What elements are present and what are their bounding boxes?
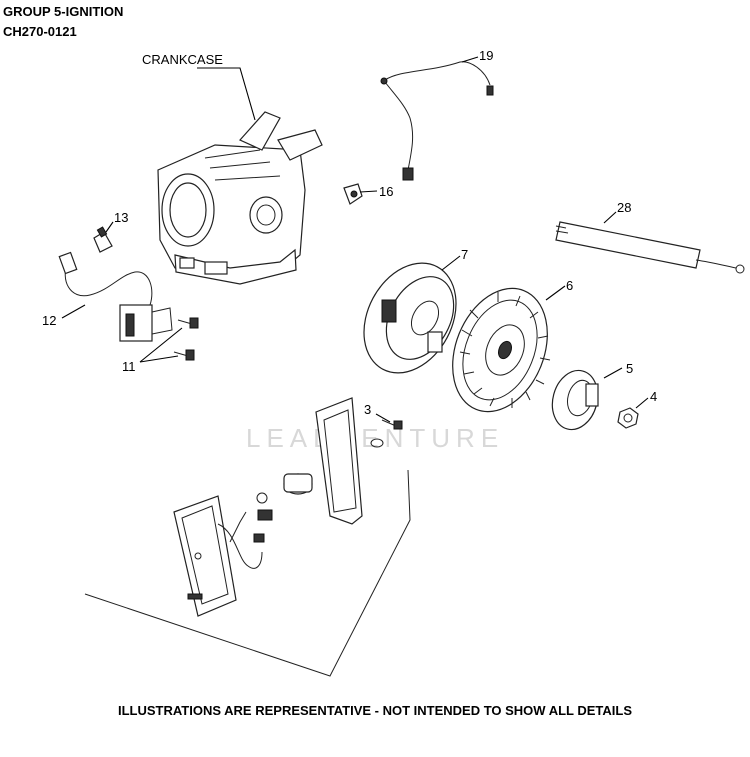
control-box-housing: [315, 397, 363, 525]
callout-6: 6: [566, 278, 573, 293]
crankcase-leader-line: [197, 67, 256, 121]
clip-16: [343, 183, 363, 205]
callout-28: 28: [617, 200, 631, 215]
leader-13: [105, 221, 114, 233]
group-title: GROUP 5-IGNITION: [3, 4, 124, 19]
stator-7: [363, 262, 457, 374]
callout-12: 12: [42, 313, 56, 328]
ignition-coil-12: [58, 251, 173, 342]
leader-28: [603, 211, 617, 224]
leader-4: [635, 397, 649, 409]
watermark-text: LEADVENTURE: [246, 423, 504, 453]
model-code: CH270-0121: [3, 24, 77, 39]
flywheel-6: [452, 287, 551, 413]
bolts-11: [173, 317, 199, 361]
spark-plug-13: [93, 226, 113, 253]
module-28: [555, 221, 745, 274]
nut-4: [617, 407, 639, 429]
leader-19: [461, 56, 479, 63]
callout-crankcase: CRANKCASE: [142, 52, 223, 67]
callout-19: 19: [479, 48, 493, 63]
leader-16: [359, 190, 378, 193]
leader-12: [61, 304, 86, 319]
callout-5: 5: [626, 361, 633, 376]
starter-cup-5: [551, 369, 599, 431]
callout-11: 11: [122, 359, 136, 374]
key-switch: [253, 473, 313, 543]
callout-4: 4: [650, 389, 657, 404]
control-panel: [173, 495, 263, 617]
leader-11b: [139, 355, 179, 363]
subassembly-outline: [84, 469, 411, 677]
wire-harness-19: [380, 61, 494, 181]
callout-3: 3: [364, 402, 371, 417]
callout-7: 7: [461, 247, 468, 262]
leader-7: [441, 255, 461, 271]
callout-16: 16: [379, 184, 393, 199]
callout-13: 13: [114, 210, 128, 225]
screw-3: [370, 419, 403, 448]
leader-5: [603, 367, 623, 379]
leader-11a: [139, 327, 183, 363]
disclaimer-footer: ILLUSTRATIONS ARE REPRESENTATIVE - NOT I…: [118, 703, 632, 718]
crankcase: [157, 111, 323, 285]
leader-6: [545, 285, 566, 301]
leader-3: [375, 413, 391, 423]
